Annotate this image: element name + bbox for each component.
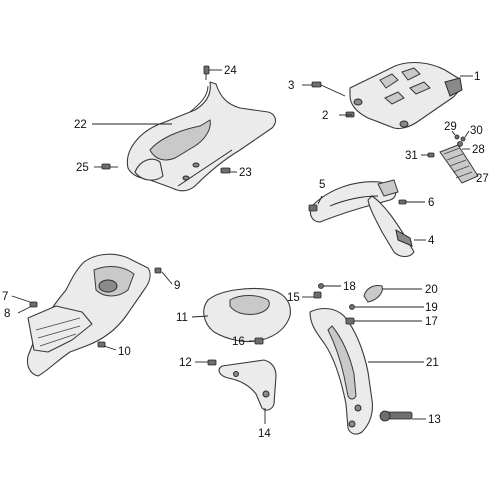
nut-16-part (254, 337, 264, 345)
screw-24-part (203, 65, 210, 80)
nut-2-part (345, 111, 355, 118)
callout-28: 28 (472, 144, 485, 156)
callout-10: 10 (118, 346, 131, 358)
screw-12-part (207, 359, 217, 366)
callout-4: 4 (428, 235, 435, 247)
washer-18-part (318, 283, 324, 289)
nut-30-part (460, 136, 466, 142)
callout-5: 5 (319, 179, 325, 191)
callout-31: 31 (405, 150, 418, 162)
callout-14: 14 (258, 428, 271, 440)
washer-28-part (457, 141, 463, 147)
callout-23: 23 (239, 167, 252, 179)
callout-11: 11 (176, 312, 188, 324)
reflector-27-part (439, 144, 479, 184)
mudguard-bracket-part (309, 179, 415, 258)
washer-19-part (349, 304, 355, 310)
callout-9: 9 (174, 280, 180, 292)
callout-27: 27 (476, 173, 489, 185)
callout-6: 6 (428, 197, 434, 209)
callout-24: 24 (224, 65, 237, 77)
headlight-cover-part (203, 287, 291, 343)
screw-10-part (97, 341, 106, 348)
plate-20-part (363, 285, 383, 303)
nut-17-part (345, 317, 355, 325)
nut-8-part (29, 301, 38, 308)
fork-cover-part (309, 307, 374, 435)
clip-23-part (220, 167, 231, 174)
callout-16: 16 (232, 336, 245, 348)
screw-9-part (154, 267, 162, 274)
callout-13: 13 (428, 414, 441, 426)
callout-12: 12 (179, 357, 192, 369)
callout-19: 19 (425, 302, 438, 314)
callout-22: 22 (74, 119, 87, 131)
bolt-13-part (379, 410, 413, 422)
rear-top-cover-part (349, 61, 463, 130)
callout-3: 3 (288, 80, 294, 92)
mount-bracket-part (218, 359, 277, 411)
callout-15: 15 (287, 292, 300, 304)
callout-29: 29 (444, 121, 457, 133)
screw-3-part (311, 81, 346, 97)
leader-lines (11, 69, 473, 424)
screw-6-part (398, 199, 407, 205)
callout-1: 1 (474, 71, 480, 83)
lower-front-cover-part (26, 253, 151, 377)
screw-25-part (101, 163, 118, 170)
callout-21: 21 (426, 357, 439, 369)
callout-30: 30 (470, 125, 483, 137)
screw-15-part (313, 291, 322, 299)
clip-5-part (308, 204, 318, 212)
callout-8: 8 (4, 308, 10, 320)
rear-body-cover-part (126, 81, 277, 192)
callout-18: 18 (343, 281, 356, 293)
screw-29-part (454, 134, 460, 140)
callout-labels: 1 2 3 4 5 6 7 8 9 10 11 12 13 14 15 16 1… (2, 65, 489, 440)
callout-2: 2 (322, 110, 328, 122)
callout-7: 7 (2, 291, 8, 303)
callout-17: 17 (425, 316, 438, 328)
callout-25: 25 (76, 162, 89, 174)
screw-31-part (427, 152, 435, 158)
callout-20: 20 (425, 284, 438, 296)
